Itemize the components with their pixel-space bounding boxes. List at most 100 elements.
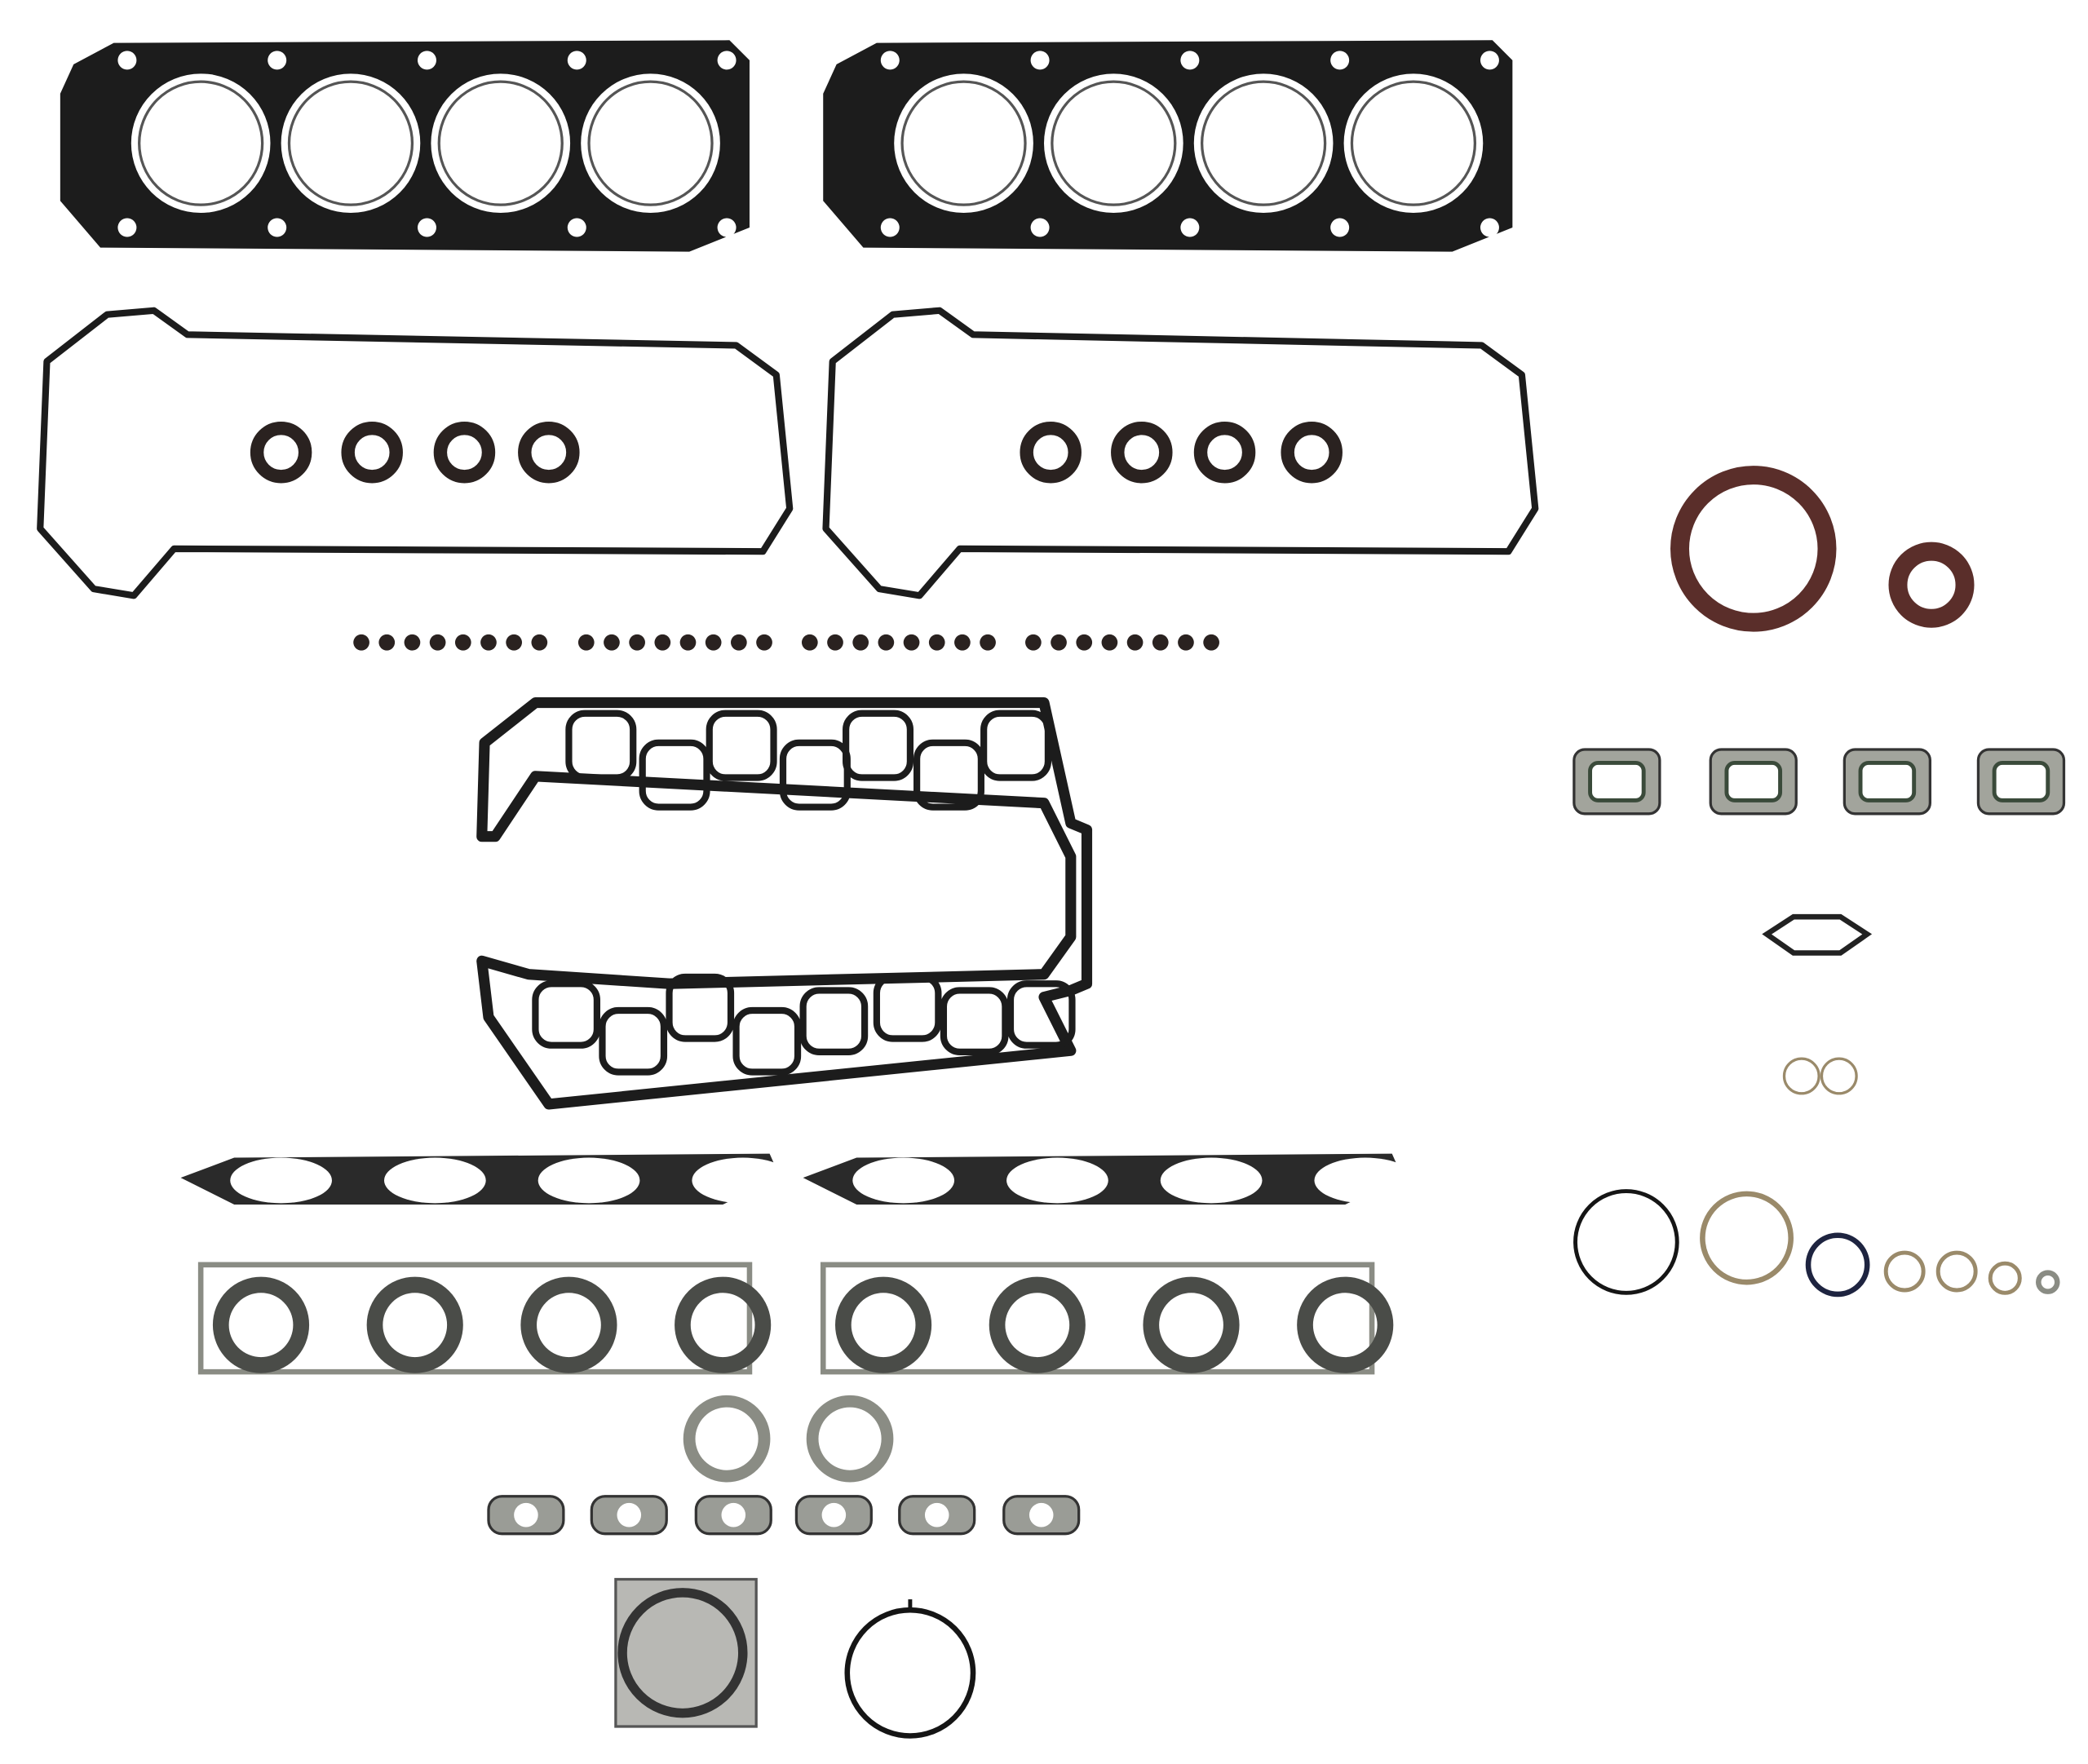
cylinder-bore-hole	[1193, 73, 1334, 213]
spark-plug-tube-seal	[250, 421, 312, 484]
valve-stem-seal	[679, 634, 697, 651]
bolt-hole	[880, 51, 900, 70]
egr-port	[721, 1502, 746, 1527]
valve-stem-seal	[1101, 634, 1118, 651]
small-o-ring	[1782, 1057, 1820, 1095]
plenum-port	[706, 710, 777, 781]
bolt-hole	[1030, 218, 1050, 237]
exhaust-pipe-gasket	[806, 1395, 894, 1483]
valve-stem-seal	[480, 634, 497, 651]
spark-plug-tube-seal	[433, 421, 496, 484]
plenum-port	[980, 710, 1052, 781]
cylinder-bore-hole	[1044, 73, 1183, 213]
bolt-hole	[717, 51, 737, 70]
cylinder-bore-hole	[130, 73, 271, 213]
plenum-port	[532, 980, 600, 1049]
bolt-hole	[268, 51, 287, 70]
exhaust-port-ring	[1143, 1276, 1240, 1373]
egr-port	[924, 1502, 949, 1527]
bolt-hole	[117, 218, 137, 237]
bolt-hole	[567, 218, 586, 237]
valve-stem-seal	[531, 634, 548, 651]
o-ring-large	[1573, 1189, 1679, 1295]
exhaust-port-ring	[520, 1276, 617, 1373]
valve-stem-seal	[756, 634, 772, 651]
bolt-hole	[567, 51, 586, 70]
plenum-port	[799, 987, 869, 1056]
egr-port	[514, 1502, 538, 1527]
exhaust-port-ring	[212, 1276, 310, 1373]
small-o-ring	[1820, 1057, 1858, 1095]
bore-bead	[287, 80, 414, 206]
exhaust-manifold-gasket-outline	[197, 1262, 753, 1375]
valve-stem-seal	[429, 634, 446, 651]
exhaust-port-ring	[989, 1276, 1086, 1373]
plenum-port	[779, 739, 851, 811]
valve-stem-seal	[801, 634, 818, 651]
valve-stem-seal	[903, 634, 920, 651]
bolt-hole	[117, 51, 137, 70]
cylinder-bore-hole	[894, 73, 1033, 213]
bolt-hole	[1030, 51, 1050, 70]
valve-stem-seal	[454, 634, 471, 651]
bolt-hole	[418, 51, 436, 70]
bore-bead	[1051, 80, 1177, 206]
thermostat-gasket	[1762, 913, 1873, 956]
plenum-port	[599, 1006, 668, 1076]
bolt-hole	[1480, 218, 1499, 237]
bolt-hole	[268, 218, 287, 237]
valve-stem-seal	[852, 634, 869, 651]
plenum-port	[873, 973, 942, 1042]
bolt-hole	[1180, 51, 1200, 70]
exhaust-pipe-gasket	[683, 1395, 771, 1483]
valve-stem-seal	[878, 634, 895, 651]
cylinder-bore-hole	[431, 73, 571, 213]
intake-port	[230, 1157, 332, 1204]
valve-stem-seal	[1203, 634, 1219, 651]
bore-bead	[437, 80, 564, 206]
exhaust-port-ring	[366, 1276, 463, 1373]
water-outlet-port	[1858, 760, 1917, 802]
cylinder-bore-hole	[581, 73, 720, 213]
intake-port	[1160, 1157, 1263, 1204]
water-outlet-port	[1724, 760, 1783, 802]
o-ring-blue	[1805, 1232, 1870, 1298]
water-outlet-port	[1588, 760, 1646, 802]
egr-port	[1029, 1502, 1054, 1527]
exhaust-manifold-gasket-outline	[820, 1262, 1375, 1375]
spark-plug-tube-seal	[341, 421, 403, 484]
bore-bead	[138, 80, 264, 206]
bolt-hole	[880, 218, 900, 237]
valve-stem-seal	[1152, 634, 1169, 651]
intake-port	[1006, 1157, 1108, 1204]
plenum-port	[914, 739, 984, 811]
bolt-hole	[1330, 51, 1350, 70]
water-outlet-port	[1992, 760, 2050, 802]
bolt-hole	[1330, 218, 1350, 237]
bolt-hole	[1180, 218, 1200, 237]
o-ring-small	[1988, 1261, 2022, 1295]
spark-plug-tube-seal	[518, 421, 580, 484]
washer	[2035, 1270, 2060, 1294]
valve-stem-seal	[731, 634, 747, 651]
bore-bead	[900, 80, 1027, 206]
valve-stem-seal	[928, 634, 945, 651]
bolt-hole	[418, 218, 436, 237]
exhaust-port-ring	[1297, 1276, 1394, 1373]
intake-port	[852, 1157, 955, 1204]
valve-stem-seal	[577, 634, 595, 651]
o-ring-small	[1883, 1250, 1926, 1293]
plenum-port	[639, 739, 710, 811]
spark-plug-tube-seal	[1020, 421, 1082, 484]
plenum-port	[1006, 980, 1076, 1049]
valve-stem-seal	[705, 634, 722, 651]
intake-port	[537, 1157, 640, 1204]
intake-port	[1314, 1157, 1417, 1204]
valve-stem-seal	[404, 634, 421, 651]
o-ring-large-tan	[1700, 1191, 1794, 1285]
plenum-port	[940, 987, 1009, 1056]
front-crank-seal	[1888, 542, 1975, 628]
bore-bead	[1350, 80, 1477, 206]
